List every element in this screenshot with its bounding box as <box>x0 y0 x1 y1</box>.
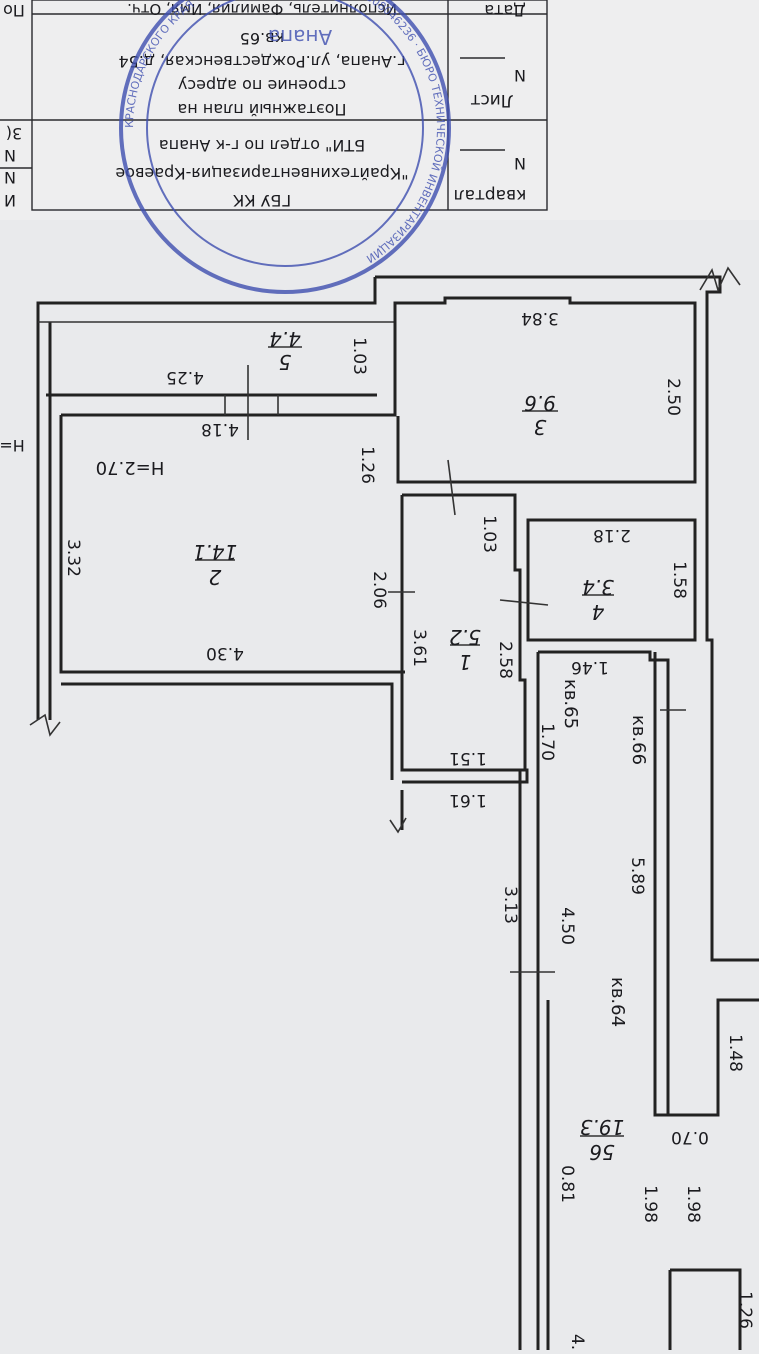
edge-text: N <box>4 168 16 187</box>
dimension-label: 1.46 <box>571 657 609 677</box>
room-number-label: 1 <box>459 650 472 674</box>
room-number-label: 4 <box>592 600 605 624</box>
dimension-label: 0.81 <box>557 1165 577 1203</box>
plan-subtitle: строение по адресу <box>178 76 346 95</box>
apartment-labels: кв.65 кв.66 кв.64 <box>560 679 649 1027</box>
dimension-label: 4.18 <box>201 419 239 439</box>
room-number-label: 2 <box>209 565 222 589</box>
executor-label: Исполнитель, Фамилия, Имя, Отч. <box>127 0 397 18</box>
seal-inner-ring <box>146 0 424 267</box>
apartment-number: кв.65 <box>240 29 285 48</box>
plan-title: Поэтажный план на <box>177 100 346 119</box>
apartment-label: кв.66 <box>628 715 649 765</box>
dimension-label: 1.26 <box>735 1291 755 1329</box>
dimension-label: 1.51 <box>449 748 487 768</box>
org-full-name: "Крайтехинвентаризация-Краевое <box>115 164 408 183</box>
column-data: Дата <box>484 1 525 20</box>
dimension-label: 4.50 <box>557 907 577 945</box>
dimension-label: 1.98 <box>683 1185 703 1223</box>
dimension-label: 1.70 <box>537 723 557 761</box>
org-department: БТИ" отдел по г-к Анапа <box>159 136 365 155</box>
dimension-labels: 3.84 1.03 4.25 4.18 2.50 1.26 3.32 2.06 … <box>63 308 755 1350</box>
dimension-label: 4. <box>567 1334 587 1350</box>
dimension-label: 1.58 <box>669 561 689 599</box>
room-area-label: 3.4 <box>582 575 614 599</box>
apartment-label: кв.65 <box>560 679 581 729</box>
dimension-label: 4.30 <box>206 643 244 663</box>
n-label-list: N <box>514 66 526 85</box>
room-area-label: 14.1 <box>193 540 238 564</box>
room-area-label: 5.2 <box>449 625 481 649</box>
column-list: Лист <box>470 90 513 110</box>
seal-outer-ring <box>119 0 451 294</box>
walls <box>36 275 759 1350</box>
org-name: ГБУ КК <box>232 191 291 210</box>
room-area-label: 4.4 <box>269 327 301 351</box>
dimension-label: 1.61 <box>449 790 487 810</box>
edge-text: 3( <box>6 124 22 143</box>
ceiling-height-label: H=2.70 <box>96 457 165 478</box>
room-area-label: 9.6 <box>524 391 556 415</box>
dimension-label: 4.25 <box>166 367 204 387</box>
dimension-label: 2.06 <box>369 571 389 609</box>
dimension-label: 2.58 <box>495 641 515 679</box>
dimension-label: 1.03 <box>349 337 369 375</box>
edge-text: По <box>3 1 25 20</box>
dimension-label: 3.61 <box>409 629 429 667</box>
dimension-label: 3.13 <box>500 886 520 924</box>
dimension-label: 1.98 <box>640 1185 660 1223</box>
seal-inner-text: Анапа <box>268 25 332 49</box>
dimension-label: 1.48 <box>725 1034 745 1072</box>
break-marks <box>29 266 741 973</box>
dimension-label: 3.84 <box>521 308 559 328</box>
dimension-label: 1.26 <box>357 446 377 484</box>
dimension-label: 2.50 <box>663 378 683 416</box>
title-block-frame <box>31 0 548 211</box>
room-number-label: 56 <box>589 1140 614 1164</box>
title-block: квартал N Лист N Дата ГБУ КК "Крайтехинв… <box>0 0 548 211</box>
edge-text: N <box>4 146 16 165</box>
n-label: N <box>514 154 526 173</box>
dimension-label: 3.32 <box>63 539 83 577</box>
dimension-label: 0.70 <box>671 1127 709 1147</box>
dimension-label: 1.03 <box>479 515 499 553</box>
room-area-label: 19.3 <box>580 1115 625 1139</box>
room-labels: 5 4.4 3 9.6 2 14.1 1 5.2 4 3.4 56 19.3 H… <box>0 327 624 1164</box>
edge-height-label: H= <box>0 436 25 455</box>
room-number-label: 5 <box>279 350 292 374</box>
apartment-label: кв.64 <box>607 977 628 1027</box>
address: г.Анапа, ул.Рождественская, д.54 <box>118 52 405 71</box>
edge-text: И <box>4 191 16 210</box>
column-kvartal: квартал <box>454 185 527 205</box>
dimension-label: 2.18 <box>593 525 631 545</box>
dimension-label: 5.89 <box>627 857 647 895</box>
room-number-label: 3 <box>534 415 547 439</box>
